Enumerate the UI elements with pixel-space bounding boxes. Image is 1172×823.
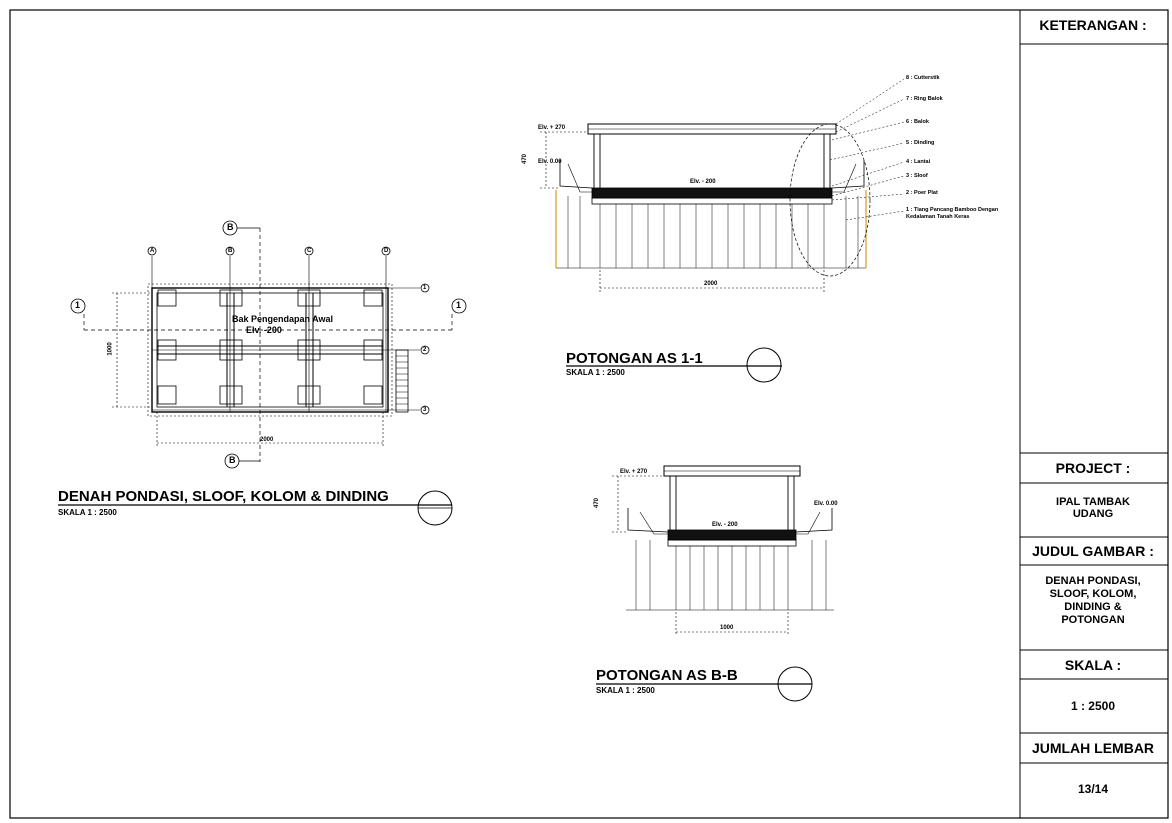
plan-section-1-left: 1	[75, 300, 81, 310]
plan-axis-b: B	[228, 248, 233, 254]
plan-dimensions	[112, 292, 384, 448]
s11-leaders	[829, 78, 905, 221]
plan-axis-1: 1	[423, 285, 427, 291]
plan-pile-caps	[157, 289, 383, 405]
s11-legend-4: 4 : Lantai	[906, 159, 931, 165]
sbb-sloof	[667, 539, 797, 547]
plan-dim-height: 1000	[107, 342, 114, 356]
jumlah-value: 13/14	[1077, 782, 1109, 796]
plan-section-b-top: B	[227, 222, 234, 232]
s11-title-bubble	[746, 347, 782, 383]
plan-section-b-bottom: B	[229, 455, 236, 465]
sbb-piles	[635, 540, 827, 610]
plan-axis-bubbles	[147, 246, 430, 415]
s11-legend-7: 7 : Ring Balok	[906, 96, 943, 102]
plan-axis-c: C	[307, 248, 312, 254]
judul-value: DENAH PONDASI, SLOOF, KOLOM, DINDING & P…	[1045, 575, 1141, 626]
s11-legend-6: 6 : Balok	[906, 119, 929, 125]
project-value: IPAL TAMBAK UDANG	[1056, 496, 1130, 520]
s11-elev-top: Elv. + 270	[538, 125, 566, 131]
plan-room-elev: Elv. -200	[246, 325, 282, 335]
plan-stair-treads	[396, 355, 408, 405]
sbb-elev-floor: Elv. - 200	[712, 522, 738, 528]
project-label: PROJECT :	[1055, 460, 1131, 476]
jumlah-label: JUMLAH LEMBAR	[1031, 740, 1155, 756]
sbb-elev-ground: Elv. 0.00	[814, 501, 838, 507]
s11-elev-floor: Elv. - 200	[690, 179, 716, 185]
skala-label: SKALA :	[1064, 657, 1122, 673]
plan-scale: SKALA 1 : 2500	[58, 508, 117, 517]
title-block-frame	[1019, 10, 1168, 818]
s11-piles	[567, 196, 859, 268]
s11-legend-1: 1 : Tiang Pancang Bamboo Dengan Kedalama…	[906, 207, 999, 220]
plan-section-lines	[83, 228, 453, 462]
plan-sloof-beams	[157, 293, 383, 407]
s11-poer-plat	[591, 187, 833, 199]
s11-legend-8: 8 : Cutterstik	[906, 75, 940, 81]
sbb-title: POTONGAN AS B-B	[596, 667, 738, 684]
s11-dim-width: 2000	[704, 281, 718, 287]
s11-dim-height: 470	[522, 153, 529, 165]
s11-legend-3: 3 : Sloof	[906, 173, 928, 179]
plan-axis-d: D	[384, 248, 389, 254]
plan-axis-2: 2	[423, 347, 427, 353]
skala-value: 1 : 2500	[1070, 699, 1116, 713]
s11-elev-ground: Elv. 0.00	[538, 159, 562, 165]
sbb-dimensions	[612, 475, 789, 636]
plan-title: DENAH PONDASI, SLOOF, KOLOM & DINDING	[58, 488, 389, 505]
s11-legend-2: 2 : Poer Plat	[906, 190, 938, 196]
plan-axis-a: A	[150, 248, 155, 254]
sheet-border	[9, 9, 1169, 819]
plan-axis-grid	[151, 256, 420, 412]
sbb-poer-plat	[667, 529, 797, 541]
plan-section-bubbles	[70, 220, 467, 469]
plan-section-1-right: 1	[456, 300, 462, 310]
plan-room-label: Bak Pengendapan Awal	[232, 314, 334, 324]
sbb-dim-height: 470	[594, 497, 601, 509]
section-1-1-drawing	[540, 78, 905, 383]
plan-axis-3: 3	[423, 407, 427, 413]
s11-legend-5: 5 : Dinding	[906, 140, 935, 146]
sbb-scale: SKALA 1 : 2500	[596, 686, 655, 695]
sbb-dim-width: 1000	[720, 625, 734, 631]
s11-sloof	[591, 197, 833, 205]
keterangan-label: KETERANGAN :	[1039, 17, 1147, 33]
s11-scale: SKALA 1 : 2500	[566, 368, 625, 377]
sbb-elev-top: Elv. + 270	[620, 469, 648, 475]
plan-dim-width: 2000	[260, 437, 274, 443]
section-b-b-drawing	[596, 465, 834, 702]
s11-detail-ellipse	[789, 123, 871, 277]
plan-stair	[395, 349, 409, 413]
foundation-plan	[58, 220, 467, 526]
judul-label: JUDUL GAMBAR :	[1032, 543, 1154, 559]
s11-title: POTONGAN AS 1-1	[566, 350, 703, 367]
s11-dimensions	[540, 131, 825, 292]
